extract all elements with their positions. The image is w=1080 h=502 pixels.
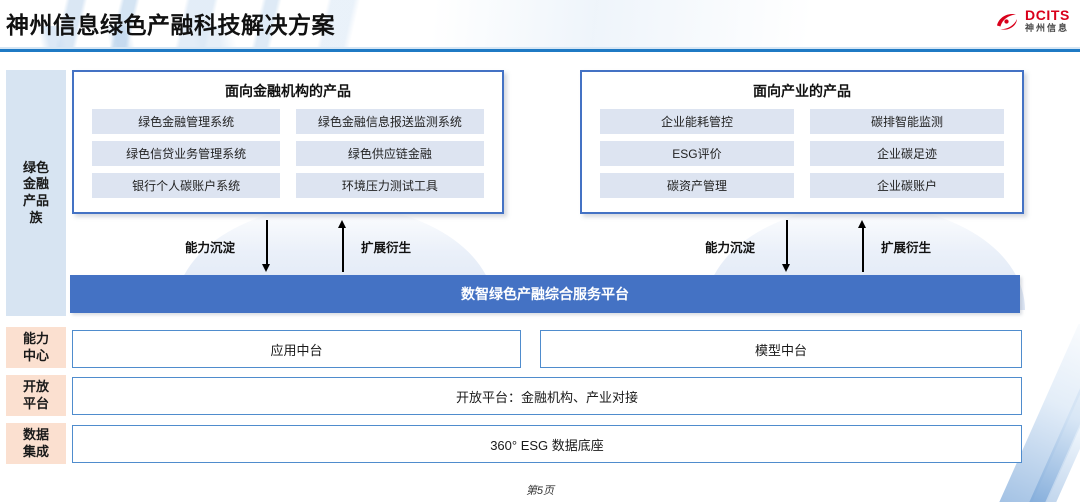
- rail-label-line: 平台: [22, 395, 49, 411]
- rail-label-line: 开放: [22, 378, 49, 394]
- product-chip[interactable]: 绿色信贷业务管理系统: [92, 141, 281, 166]
- panel-item-grid: 绿色金融管理系统 绿色金融信息报送监测系统 绿色信贷业务管理系统 绿色供应链金融…: [74, 101, 502, 198]
- arrow-down-icon: [779, 220, 795, 272]
- rail-item-open-platform: 开放 平台: [6, 375, 66, 416]
- arrow-label-expansion-derivation: 扩展衍生: [881, 240, 932, 255]
- arrow-group-left: 能力沉淀 扩展衍生: [185, 218, 411, 274]
- layer-box-open-platform[interactable]: 开放平台：金融机构、产业对接: [72, 377, 1022, 415]
- panel-industry-products: 面向产业的产品 企业能耗管控 碳排智能监测 ESG评价 企业碳足迹 碳资产管理 …: [580, 70, 1024, 214]
- product-chip[interactable]: 绿色供应链金融: [295, 141, 484, 166]
- arrow-group-right: 能力沉淀 扩展衍生: [705, 218, 931, 274]
- platform-bar[interactable]: 数智绿色产融综合服务平台: [70, 275, 1020, 313]
- arrow-label-capability-precipitation: 能力沉淀: [185, 240, 236, 255]
- arrow-up-icon: [855, 220, 871, 272]
- slide-header: 神州信息绿色产融科技解决方案 DCITS 神州信息: [0, 0, 1080, 52]
- rail-green-finance-family: 绿色 金融 产品 族: [6, 70, 66, 316]
- rail-label-line: 族: [29, 209, 43, 225]
- arrow-label-expansion-derivation: 扩展衍生: [361, 240, 412, 255]
- product-chip[interactable]: 银行个人碳账户系统: [92, 173, 281, 198]
- brand-logo: DCITS 神州信息: [994, 8, 1070, 33]
- product-chip[interactable]: 环境压力测试工具: [295, 173, 484, 198]
- layer-box-data-base[interactable]: 360° ESG 数据底座: [72, 425, 1022, 463]
- rail-label-line: 金融: [22, 176, 49, 192]
- platform-bar-label: 数智绿色产融综合服务平台: [461, 286, 629, 302]
- arrow-up-icon: [335, 220, 351, 272]
- rail-item-data-integration: 数据 集成: [6, 423, 66, 464]
- panel-financial-institution-products: 面向金融机构的产品 绿色金融管理系统 绿色金融信息报送监测系统 绿色信贷业务管理…: [72, 70, 504, 214]
- page-number: 第5页: [525, 485, 555, 497]
- layer-box-model-midplatform[interactable]: 模型中台: [540, 330, 1022, 368]
- product-chip[interactable]: 绿色金融管理系统: [92, 109, 281, 134]
- logo-text-cn: 神州信息: [1025, 23, 1070, 33]
- product-chip[interactable]: 碳排智能监测: [810, 109, 1004, 134]
- swoosh-icon: [997, 13, 1017, 30]
- rail-label-line: 集成: [22, 443, 49, 459]
- panel-title: 面向产业的产品: [753, 83, 851, 99]
- product-chip[interactable]: ESG评价: [600, 141, 794, 166]
- header-rule: [0, 49, 1080, 52]
- rail-item-capability-center: 能力 中心: [6, 327, 66, 368]
- product-chip[interactable]: 碳资产管理: [600, 173, 794, 198]
- rail-label-line: 产品: [22, 193, 49, 208]
- logo-text-en: DCITS: [1025, 7, 1070, 23]
- rail-label-line: 能力: [22, 330, 49, 346]
- panel-item-grid: 企业能耗管控 碳排智能监测 ESG评价 企业碳足迹 碳资产管理 企业碳账户: [582, 101, 1022, 198]
- product-chip[interactable]: 企业能耗管控: [600, 109, 794, 134]
- arrow-label-capability-precipitation: 能力沉淀: [705, 240, 756, 255]
- rail-label-line: 数据: [22, 426, 49, 442]
- product-chip[interactable]: 企业碳账户: [810, 173, 1004, 198]
- rail-label-line: 中心: [22, 347, 49, 363]
- layer-box-application-midplatform[interactable]: 应用中台: [72, 330, 521, 368]
- header-rule-soft: [0, 47, 1080, 49]
- rail-label-line: 绿色: [22, 159, 49, 175]
- page-title: 神州信息绿色产融科技解决方案: [6, 12, 335, 38]
- panel-title: 面向金融机构的产品: [225, 83, 351, 99]
- arrow-down-icon: [259, 220, 275, 272]
- product-chip[interactable]: 企业碳足迹: [810, 141, 1004, 166]
- product-chip[interactable]: 绿色金融信息报送监测系统: [295, 109, 484, 134]
